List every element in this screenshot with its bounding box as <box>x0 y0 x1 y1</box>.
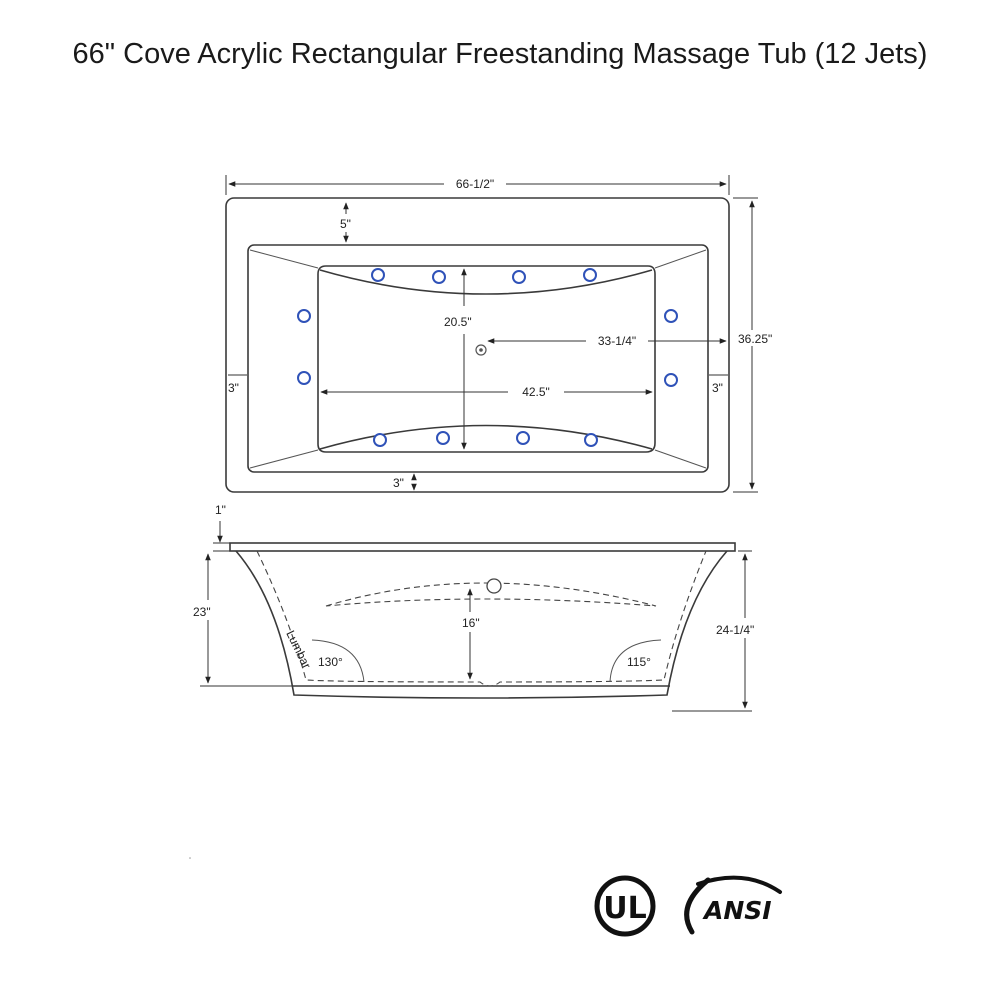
dim-rim: 1" <box>215 503 226 517</box>
ansi-logo: ANSI <box>684 875 782 935</box>
jet <box>432 270 446 284</box>
side-view: 1" 23" 16" 24-1/4" Lumbar 130° 115° <box>193 503 754 712</box>
tub-basin-top <box>247 244 709 473</box>
inner-profile <box>256 550 707 687</box>
drain <box>475 344 487 356</box>
jet <box>664 373 678 387</box>
tub-rim <box>229 542 736 552</box>
dim-floor-length: 42.5" <box>522 385 550 399</box>
jet <box>297 371 311 385</box>
ul-logo: UL <box>594 875 656 937</box>
headrest-profile <box>325 582 657 607</box>
dim-overall-width: 36.25" <box>738 332 772 346</box>
backrest-top <box>319 269 653 295</box>
jets <box>297 268 678 447</box>
top-view: 66-1/2" 36.25" 5" 3" 3" 3" 20.5" 33-1/4" <box>225 175 772 493</box>
dim-deck-top: 5" <box>340 217 351 231</box>
dim-inside-depth: 23" <box>193 605 211 619</box>
jet <box>297 309 311 323</box>
jet <box>664 309 678 323</box>
angle-back-right: 115° <box>627 655 651 669</box>
tub-outer-rim <box>225 197 730 493</box>
jet <box>584 433 598 447</box>
jet <box>516 431 530 445</box>
dim-floor-width: 20.5" <box>444 315 472 329</box>
page-title: 66" Cove Acrylic Rectangular Freestandin… <box>72 38 928 70</box>
dim-deck-right: 3" <box>712 381 723 395</box>
dim-drain-offset: 33-1/4" <box>598 334 636 348</box>
overflow-drain <box>486 578 502 594</box>
jet <box>436 431 450 445</box>
jet <box>373 433 387 447</box>
dim-water-depth: 16" <box>462 616 480 630</box>
dim-deck-bottom: 3" <box>393 476 404 490</box>
backrest-bottom <box>319 424 653 450</box>
ul-logo-text: UL <box>603 891 646 926</box>
jet <box>371 268 385 282</box>
jet <box>512 270 526 284</box>
tub-body <box>235 550 728 699</box>
dim-deck-left: 3" <box>228 381 239 395</box>
dim-overall-height: 24-1/4" <box>716 623 754 637</box>
tub-basin-floor <box>317 265 656 453</box>
angle-back-left: 130° <box>318 655 343 669</box>
jet <box>583 268 597 282</box>
ansi-logo-text: ANSI <box>702 896 772 925</box>
dim-overall-length: 66-1/2" <box>456 177 494 191</box>
